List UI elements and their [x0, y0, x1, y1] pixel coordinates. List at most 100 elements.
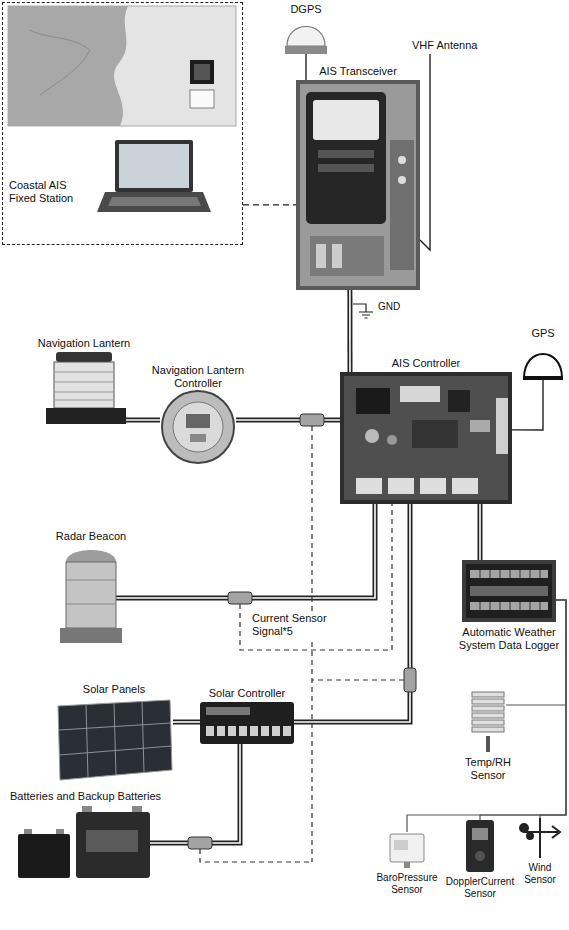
weather-data-logger — [470, 586, 548, 596]
ais-transceiver-unit — [318, 150, 374, 158]
radar-beacon — [66, 550, 116, 562]
battery — [86, 830, 138, 852]
ais-transceiver-unit — [300, 84, 416, 286]
solar-controller — [206, 707, 250, 715]
ground-symbol — [353, 304, 373, 318]
ais-transceiver-unit — [332, 244, 342, 268]
component-label: Automatic Weather System Data Logger — [454, 626, 564, 652]
temp-rh-sensor — [472, 706, 504, 711]
signal-cable — [420, 54, 430, 250]
solar-controller — [200, 702, 294, 744]
coastal-map — [8, 6, 236, 126]
connector — [349, 290, 350, 372]
temp-rh-sensor — [472, 727, 504, 732]
lantern-controller — [186, 414, 210, 428]
gps-antenna — [524, 354, 562, 378]
logger-box: Automatic Weather System Data Logger — [462, 560, 556, 622]
doppler-current-sensor — [472, 828, 488, 840]
connector — [420, 54, 430, 250]
transceiver-box: AIS Transceiver — [296, 80, 420, 290]
temp-rh-sensor — [472, 713, 504, 718]
coastal-map — [190, 90, 214, 108]
navigation-lantern — [56, 352, 112, 362]
component-label: Radar Beacon — [31, 530, 151, 543]
coastal-map — [8, 6, 128, 126]
ais-transceiver-unit — [390, 140, 414, 270]
ais-controller-board — [344, 376, 508, 500]
laptop — [115, 140, 193, 192]
current-sensor — [404, 668, 416, 692]
temp-rh-sensor — [486, 736, 490, 752]
solar-controller — [283, 726, 291, 736]
ais-controller-board — [356, 388, 390, 414]
ais-transceiver-unit — [313, 100, 379, 140]
component-label: GPS — [521, 327, 565, 340]
navigation-lantern — [46, 352, 126, 424]
ais-transceiver-unit — [318, 164, 374, 172]
ais-controller-board — [400, 386, 440, 402]
ais-controller-board — [340, 372, 512, 504]
power-cable — [116, 504, 375, 598]
component-label: Navigation Lantern — [24, 337, 144, 350]
battery — [24, 829, 32, 834]
navigation-lantern — [46, 408, 126, 424]
ais-controller-board — [365, 429, 379, 443]
power-cable — [349, 290, 351, 372]
current-sensor — [188, 414, 416, 849]
component-label: Temp/RH Sensor — [448, 756, 528, 782]
component-label: AIS Transceiver — [298, 65, 418, 78]
weather-data-logger — [470, 602, 548, 610]
battery — [76, 812, 150, 878]
solar-controller — [228, 726, 236, 736]
solar-controller — [206, 726, 214, 736]
weather-data-logger — [480, 570, 540, 610]
connector — [512, 380, 543, 430]
wind-sensor — [527, 833, 533, 839]
component-label: DGPS — [266, 3, 346, 16]
solar-controller — [261, 726, 269, 736]
component-label: VHF Antenna — [412, 39, 482, 52]
doppler-current-sensor — [466, 820, 494, 872]
temp-rh-sensor — [472, 692, 504, 752]
component-label: Solar Panels — [54, 683, 174, 696]
gps-antenna — [523, 376, 563, 380]
temp-rh-sensor — [472, 692, 504, 732]
doppler-current-sensor — [475, 851, 485, 861]
dgps-antenna — [287, 27, 325, 47]
gps-antenna — [523, 354, 563, 380]
weather-data-logger — [462, 560, 556, 622]
lantern-controller — [190, 434, 206, 442]
controller-box: Solar Controller — [200, 702, 294, 744]
solar-panel — [58, 700, 172, 780]
ais-transceiver-unit — [398, 156, 406, 164]
wind-sensor — [524, 818, 560, 858]
antenna-box: GPS — [522, 342, 564, 380]
navigation-lantern — [54, 362, 114, 408]
beacon-box: Radar Beacon — [66, 545, 116, 643]
station-box: Coastal AIS Fixed Station — [2, 2, 243, 245]
battery — [18, 806, 150, 878]
radar-beacon — [60, 550, 122, 643]
component-label: BaroPressure Sensor — [372, 872, 442, 896]
laptop — [108, 197, 201, 206]
battery — [82, 806, 92, 812]
current-signal-line — [200, 426, 404, 862]
ais-controller-board — [496, 398, 508, 454]
solar-panel — [58, 700, 172, 780]
temp-rh-sensor — [472, 699, 504, 704]
solar-controller — [239, 726, 247, 736]
connector — [480, 504, 481, 560]
solar-panel — [59, 702, 172, 778]
connector — [173, 722, 200, 723]
wind-sensor — [520, 824, 528, 832]
ais-transceiver-unit — [296, 80, 420, 290]
weather-data-logger — [466, 564, 552, 618]
component-label: Solar Controller — [187, 687, 307, 700]
radar-beacon — [60, 628, 122, 643]
connector — [306, 54, 307, 80]
lantern-box: Navigation Lantern — [42, 352, 126, 424]
dgps-antenna — [285, 46, 327, 54]
ais-controller-board — [388, 478, 414, 494]
controller-box: Navigation Lantern Controller — [160, 392, 236, 462]
solar-controller — [206, 726, 291, 736]
